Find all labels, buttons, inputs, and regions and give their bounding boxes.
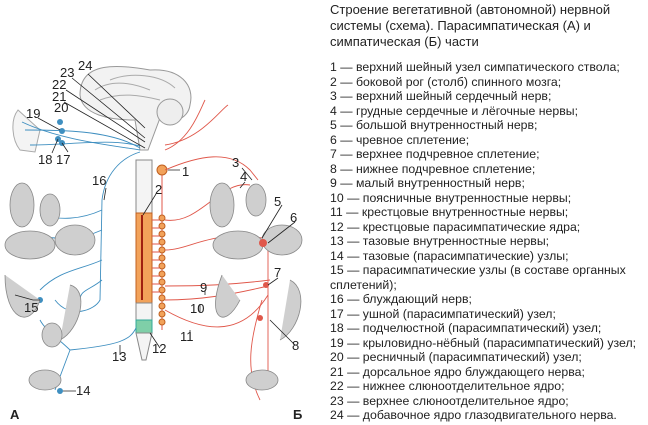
- plexus-nodes: [257, 239, 269, 321]
- spinal-cord-lateral-horn: [135, 212, 153, 304]
- legend-item: 1 — верхний шейный узел симпатического с…: [330, 60, 620, 74]
- callout-23: 23: [60, 65, 74, 80]
- callout-leaders: [14, 73, 296, 392]
- legend-list: 1 — верхний шейный узел симпатического с…: [330, 60, 648, 423]
- legend-item: 17 — ушной (парасимпатический) узел;: [330, 306, 556, 321]
- callout-21: 21: [52, 89, 66, 104]
- organs-right: [209, 182, 303, 391]
- legend-item: 6 — чревное сплетение;: [330, 132, 470, 147]
- callout-5: 5: [274, 194, 281, 209]
- spinal-cord-tail: [135, 332, 153, 361]
- callout-2: 2: [155, 182, 162, 197]
- sympathetic-ganglia: [158, 214, 166, 326]
- cerebellum: [156, 98, 184, 126]
- legend-item: 20 — ресничный (парасимпатический) узел;: [330, 350, 582, 364]
- superior-cervical-ganglion: [156, 164, 168, 176]
- legend-item: 11 — крестцовые внутренностные нервы;: [330, 205, 569, 219]
- legend-item: 2 — боковой рог (столб) спинного мозга;: [330, 74, 562, 89]
- legend-item: 15 — парасимпатические узлы (в составе о…: [330, 263, 626, 292]
- callout-3: 3: [232, 155, 239, 170]
- callout-1: 1: [182, 164, 189, 179]
- callout-9: 9: [200, 280, 207, 295]
- figure-title: Строение вегетативной (автономной) нервн…: [330, 2, 611, 49]
- callout-18: 18: [38, 152, 52, 167]
- callout-6: 6: [290, 210, 297, 225]
- autonomic-nervous-system-diagram: 1 2 3 4 5 6 7 8 9 10 11 12 13 14 15 16 1…: [4, 58, 303, 422]
- callout-7: 7: [274, 265, 281, 280]
- callout-11: 11: [180, 329, 194, 344]
- spinal-cord-lumbar: [135, 302, 153, 321]
- brain-folds: [94, 74, 176, 101]
- legend-item: 16 — блуждающий нерв;: [330, 292, 472, 306]
- legend-item: 12 — крестцовые парасимпатические ядра;: [330, 219, 581, 234]
- callout-19: 19: [26, 106, 40, 121]
- callout-13: 13: [112, 349, 126, 364]
- legend-item: 14 — тазовые (парасимпатические) узлы;: [330, 248, 569, 263]
- callout-20: 20: [54, 100, 68, 115]
- organs-left: [4, 182, 96, 391]
- callout-17: 17: [56, 152, 70, 167]
- sympathetic-nerves: [152, 99, 271, 401]
- face-outline: [12, 109, 41, 153]
- callout-10: 10: [190, 301, 204, 316]
- legend-item: 19 — крыловидно-нёбный (парасимпатически…: [330, 335, 637, 350]
- legend-item: 4 — грудные сердечные и лёгочные нервы;: [330, 103, 579, 118]
- legend-item: 23 — верхнее слюноотделительное ядро;: [330, 393, 569, 408]
- legend-item: 24 — добавочное ядро глазодвигательного …: [330, 408, 617, 422]
- legend-item: 8 — нижнее подчревное сплетение;: [330, 161, 536, 176]
- legend-item: 22 — нижнее слюноотделительное ядро;: [330, 379, 565, 393]
- legend-item: 13 — тазовые внутренностные нервы;: [330, 234, 550, 248]
- brain-outline: [79, 65, 192, 151]
- callout-16: 16: [92, 173, 106, 188]
- callout-8: 8: [292, 338, 299, 353]
- sacral-parasympathetic-nuclei: [135, 319, 153, 334]
- legend-item: 5 — большой внутренностный нерв;: [330, 118, 538, 132]
- legend-item: 10 — поясничные внутренностные нервы;: [330, 190, 572, 205]
- panel-label-a: А: [10, 407, 20, 422]
- legend-item: 9 — малый внутренностный нерв;: [330, 176, 525, 190]
- legend-item: 7 — верхнее подчревное сплетение;: [330, 147, 540, 161]
- legend-item: 18 — подчелюстной (парасимпатический) уз…: [330, 321, 602, 335]
- callout-15: 15: [24, 300, 38, 315]
- callout-24: 24: [78, 58, 92, 73]
- callout-12: 12: [152, 341, 166, 356]
- callout-numbers: 1 2 3 4 5 6 7 8 9 10 11 12 13 14 15 16 1…: [24, 58, 299, 398]
- callout-14: 14: [76, 383, 90, 398]
- callout-4: 4: [240, 169, 247, 184]
- legend-item: 3 — верхний шейный сердечный нерв;: [330, 89, 552, 103]
- callout-22: 22: [52, 77, 66, 92]
- legend-item: 21 — дорсальное ядро блуждающего нерва;: [330, 364, 585, 379]
- panel-label-b: Б: [293, 407, 302, 422]
